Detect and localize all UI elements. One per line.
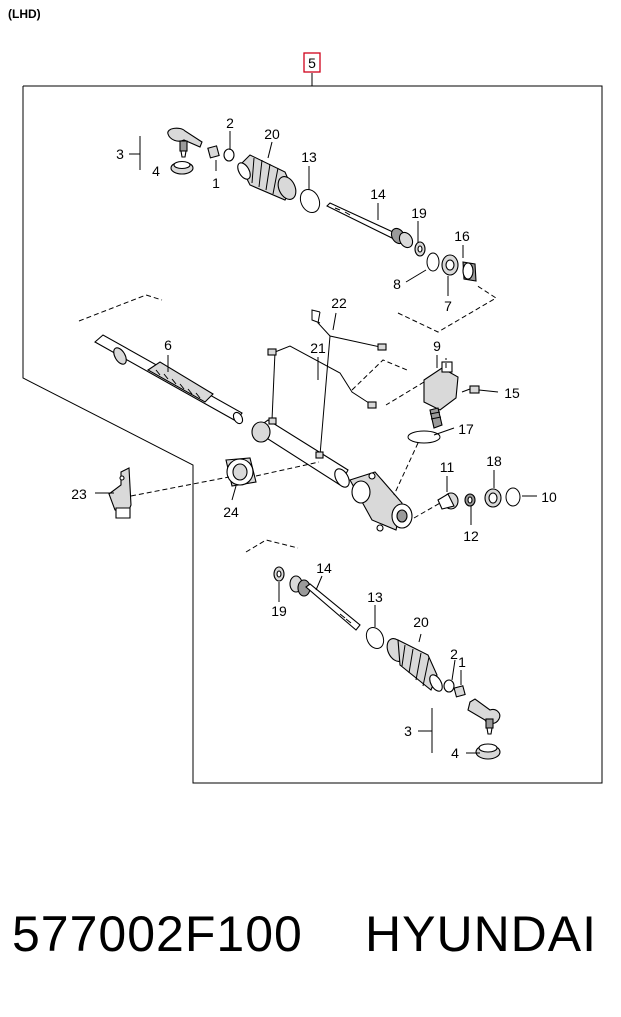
upper-clamp-part[interactable] [223,148,235,162]
upper-inner-tie-rod-part[interactable] [326,202,415,250]
callout-10[interactable]: 10 [541,489,557,505]
upper-tie-rod-end-part[interactable] [167,127,203,158]
mounting-bracket-part[interactable] [108,467,132,519]
callout-4-lower[interactable]: 4 [451,745,459,761]
callout-22[interactable]: 22 [331,295,347,311]
callout-20-lower[interactable]: 20 [413,614,429,630]
callout-2-lower[interactable]: 2 [450,646,458,662]
yoke-seal-ring-part[interactable] [505,487,521,507]
upper-snap-ring-part[interactable] [426,252,440,272]
lower-inner-tie-rod-part[interactable] [289,575,361,631]
callout-19-lower[interactable]: 19 [271,603,287,619]
lower-tie-rod-end-part[interactable] [467,698,501,735]
callout-17[interactable]: 17 [458,421,474,437]
callout-19-upper[interactable]: 19 [411,205,427,221]
callout-20-upper[interactable]: 20 [264,126,280,142]
callout-6[interactable]: 6 [164,337,172,353]
assembly-frame [22,73,603,784]
callout-1-upper[interactable]: 1 [212,175,220,191]
upper-washer-part[interactable] [414,241,426,257]
callout-13-upper[interactable]: 13 [301,149,317,165]
callout-7[interactable]: 7 [444,298,452,314]
lower-tie-rod-group [245,539,501,760]
callout-11[interactable]: 11 [440,459,455,475]
callout-14-upper[interactable]: 14 [370,186,386,202]
valve-o-ring-part[interactable] [407,430,441,444]
lower-dust-cap-part[interactable] [475,743,501,760]
callout-24[interactable]: 24 [223,504,239,520]
brand-name: HYUNDAI [365,906,598,962]
callout-13-lower[interactable]: 13 [367,589,383,605]
leader-lines [95,131,537,754]
gear-housing-part[interactable] [251,419,413,532]
callout-14-lower[interactable]: 14 [316,560,332,576]
callout-9[interactable]: 9 [433,338,441,354]
callout-1-lower[interactable]: 1 [458,654,466,670]
valve-body-part[interactable] [423,361,459,429]
callout-18[interactable]: 18 [486,453,502,469]
callout-16[interactable]: 16 [454,228,470,244]
upper-bellows-boot-part[interactable] [235,154,299,202]
yoke-nut-part[interactable] [464,493,476,507]
callout-12[interactable]: 12 [463,528,479,544]
callout-21[interactable]: 21 [310,340,326,356]
callout-4-upper[interactable]: 4 [152,163,160,179]
lower-bellows-boot-part[interactable] [384,636,445,694]
lower-washer-part[interactable] [273,566,285,582]
rack-housing-group [78,294,521,532]
upper-o-ring-part[interactable] [297,186,323,215]
callout-8[interactable]: 8 [393,276,401,292]
yoke-plug-part[interactable] [437,492,459,510]
callout-15[interactable]: 15 [504,385,520,401]
lhd-label: (LHD) [8,7,41,21]
mount-bush-part[interactable] [225,457,257,487]
callout-labels: 2 20 3 13 4 1 14 19 16 8 7 22 6 21 9 15 … [71,115,557,761]
callout-3-upper[interactable]: 3 [116,146,124,162]
lower-clamp-part[interactable] [443,679,455,693]
upper-rack-bushing-part[interactable] [441,254,477,282]
fluid-line-tube-part[interactable] [267,309,387,459]
yoke-spring-part[interactable] [484,488,502,508]
rack-bar-part[interactable] [94,334,244,425]
assembly-callout-label: 5 [308,55,316,71]
upper-dust-cap-part[interactable] [170,160,194,175]
upper-tie-rod-group [167,127,497,333]
lower-o-ring-part[interactable] [363,625,387,652]
part-number: 577002F100 [12,906,303,962]
callout-23[interactable]: 23 [71,486,87,502]
valve-bolt-part[interactable] [461,385,480,394]
lower-lock-nut-part[interactable] [453,685,466,698]
upper-lock-nut-part[interactable] [207,145,220,159]
callout-3-lower[interactable]: 3 [404,723,412,739]
assembly-callout-5[interactable]: 5 [303,52,321,73]
callout-2-upper[interactable]: 2 [226,115,234,131]
